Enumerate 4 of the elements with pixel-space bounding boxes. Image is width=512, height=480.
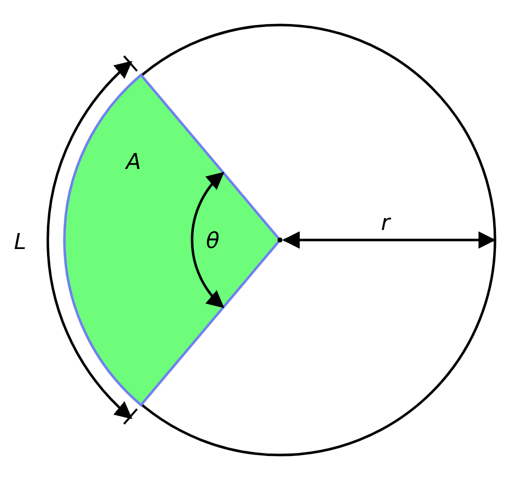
- angle-label: θ: [206, 231, 220, 253]
- arc-length-label: L: [14, 232, 26, 254]
- area-label: A: [126, 152, 142, 174]
- radius-label: r: [381, 213, 390, 235]
